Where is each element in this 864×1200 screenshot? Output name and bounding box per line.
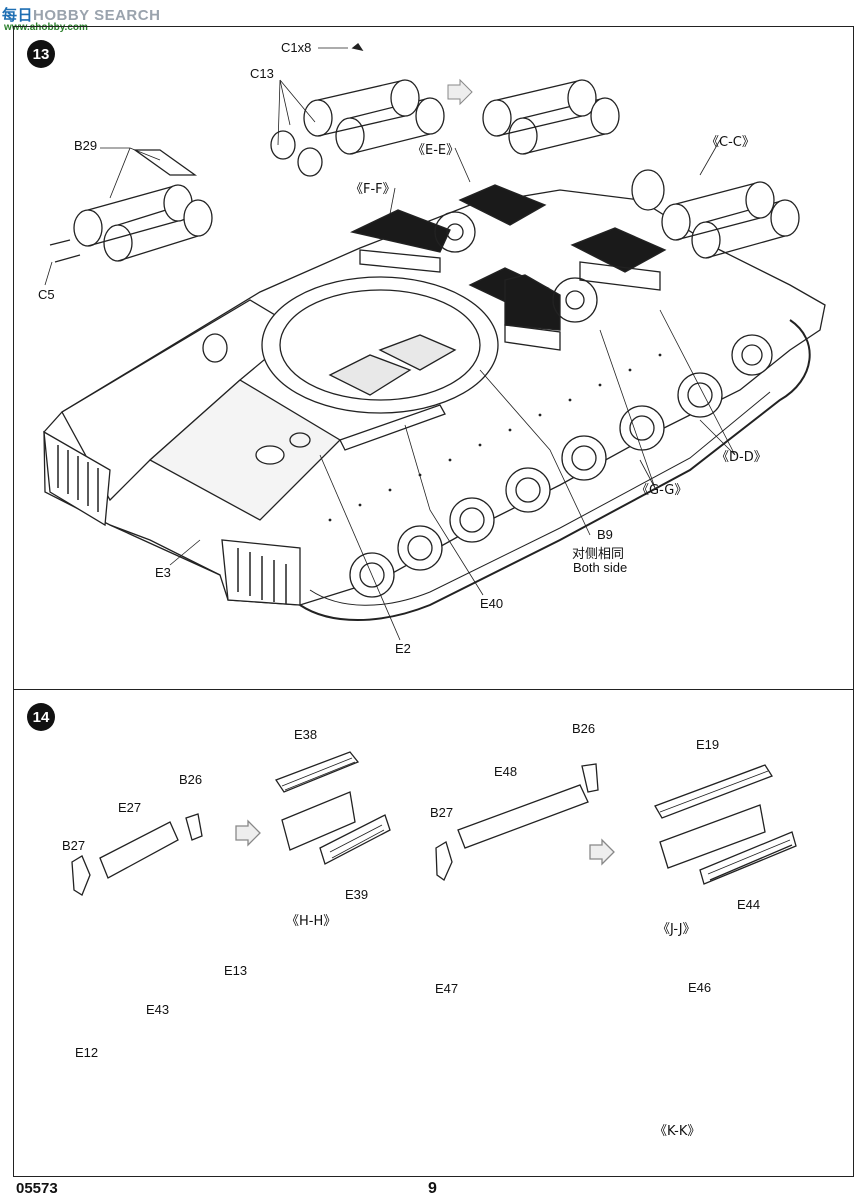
label-e43: E43 (146, 1002, 170, 1017)
watermark: 每日HOBBY SEARCH (2, 4, 160, 25)
label-e3: E3 (155, 565, 171, 580)
label-e19: E19 (696, 737, 720, 752)
label-b9-en: Both side (573, 560, 628, 575)
label-j-j: 《J-J》 (657, 922, 696, 937)
page-number: 9 (428, 1180, 437, 1197)
label-e-e: 《E-E》 (412, 143, 460, 158)
label-g-g: 《G-G》 (636, 483, 688, 498)
label-e47: E47 (435, 981, 459, 996)
label-e39: E39 (345, 887, 369, 902)
label-h-h: 《H-H》 (286, 914, 337, 929)
label-e48: E48 (494, 764, 518, 779)
label-b27-a: B27 (62, 838, 86, 853)
mounted-drums-2 (631, 169, 800, 259)
line-art-2 (709, 844, 793, 881)
label-e27: E27 (118, 800, 142, 815)
label-e13: E13 (224, 963, 248, 978)
mounted-drums-1 (482, 79, 620, 155)
label-b27-b: B27 (430, 805, 454, 820)
leader-lines-13 (44, 47, 736, 641)
label-b29: B29 (74, 138, 98, 153)
watermark-cn: 每日 (2, 7, 34, 24)
label-d-d: 《D-D》 (716, 450, 767, 465)
label-c5: C5 (38, 287, 55, 302)
label-e2: E2 (395, 641, 411, 656)
label-k-k: 《K-K》 (654, 1124, 701, 1139)
step-14-badge: 14 (27, 703, 55, 731)
flow-arrow-13 (447, 78, 473, 106)
fuel-drums-top (270, 43, 445, 177)
label-f-f: 《F-F》 (350, 182, 396, 197)
step-13-badge: 13 (27, 40, 55, 68)
product-code: 05573 (16, 1180, 58, 1197)
label-b9-cn: 对侧相同 (572, 547, 625, 562)
label-b26-b: B26 (572, 721, 596, 736)
label-b9: B9 (597, 527, 613, 542)
step14-parts (71, 751, 797, 896)
label-c13: C13 (250, 66, 274, 81)
watermark-en: HOBBY SEARCH (33, 7, 161, 24)
label-c-c: 《C-C》 (706, 135, 755, 150)
label-e40: E40 (480, 596, 504, 611)
tank-hull-drawing (43, 184, 826, 621)
step-14-panel (13, 689, 854, 1177)
label-e46: E46 (688, 980, 712, 995)
label-c1x8: C1x8 (281, 40, 312, 55)
label-b26-a: B26 (179, 772, 203, 787)
label-e12: E12 (75, 1045, 99, 1060)
watermark-url: www.ahobby.com (4, 22, 88, 33)
fuel-drums-left (49, 149, 213, 263)
label-e44: E44 (737, 897, 761, 912)
label-e38: E38 (294, 727, 318, 742)
